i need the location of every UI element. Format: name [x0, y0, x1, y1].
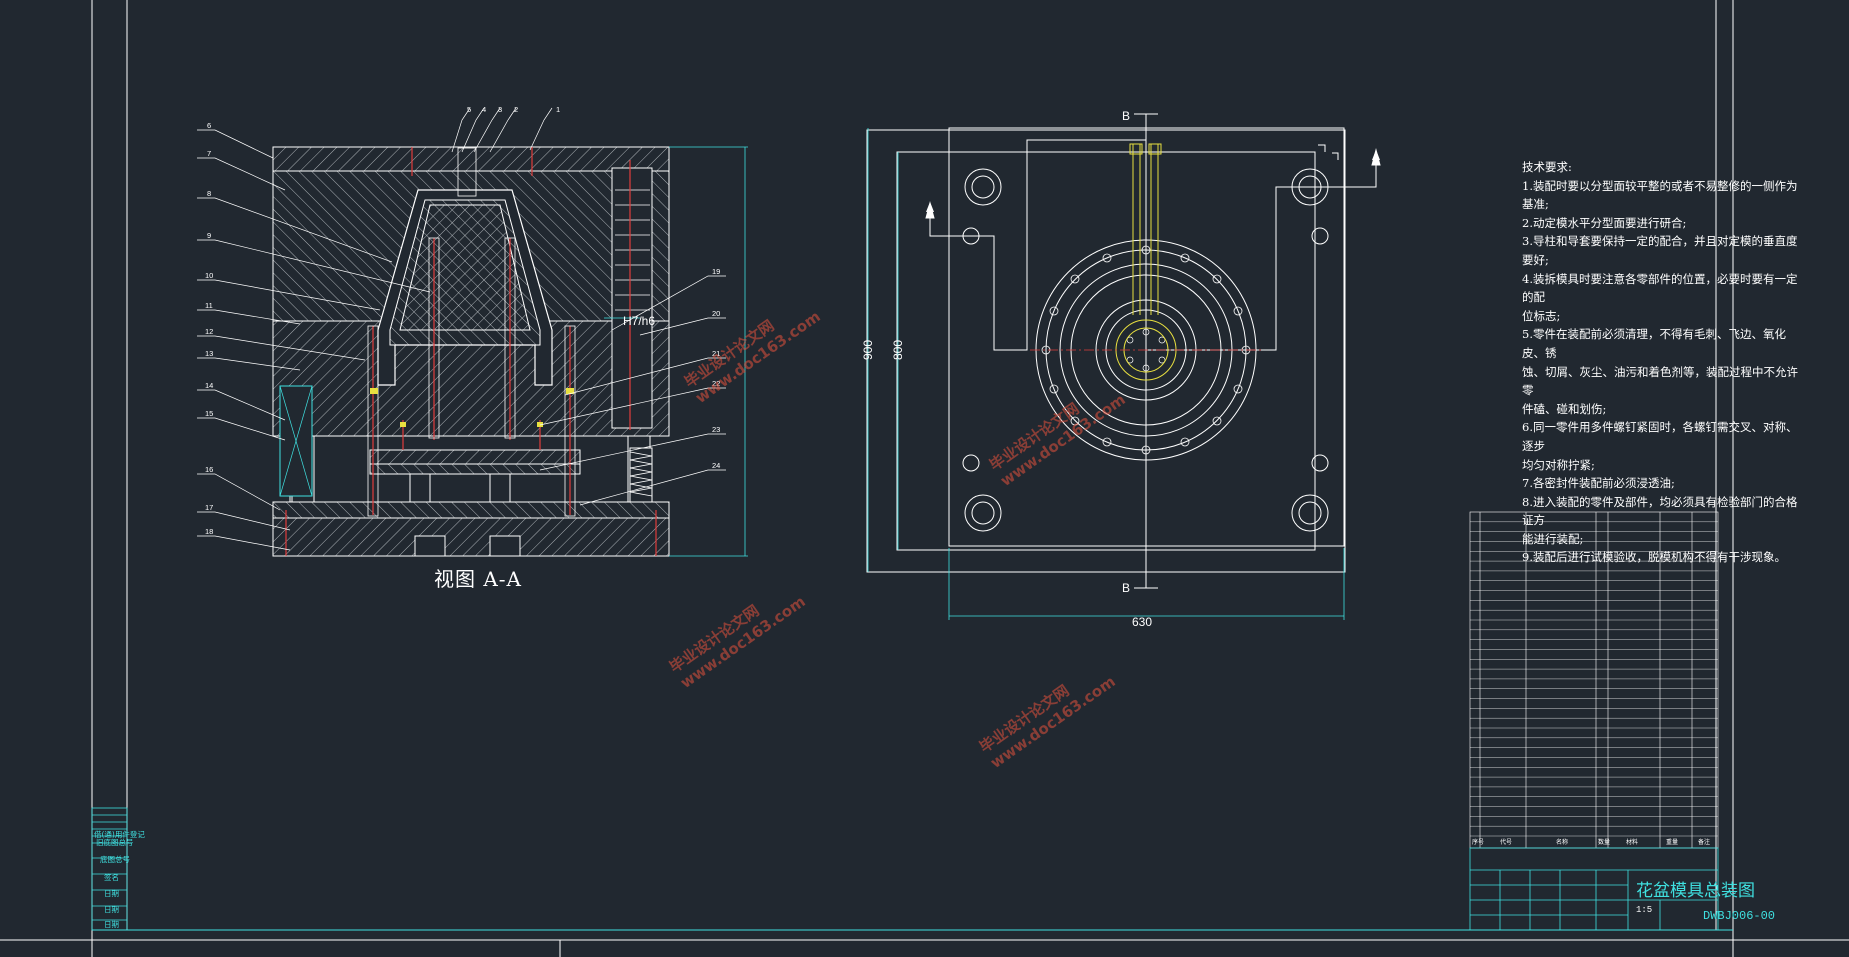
part-leaders — [197, 107, 726, 551]
tag-5: 5 — [467, 105, 471, 114]
tech-item: 5.零件在装配前必须清理，不得有毛刺、飞边、氧化皮、锈 — [1522, 327, 1786, 360]
dim-900: 900 — [861, 340, 875, 360]
tag-11: 11 — [205, 301, 213, 310]
bom-header: 序号 代号 名称 数量 材料 重量 备注 — [1472, 838, 1710, 846]
tech-item: 9.装配后进行试模验收，脱模机构不得有干涉现象。 — [1522, 550, 1786, 565]
tag-2: 2 — [514, 105, 518, 114]
tag-22: 22 — [712, 379, 720, 388]
bom-header-weight: 重量 — [1666, 838, 1678, 846]
tech-item: 6.同一零件用多件螺钉紧固时，各螺钉需交叉、对称、逐步 — [1522, 420, 1798, 453]
tag-6: 6 — [207, 121, 211, 130]
tech-item: 位标志; — [1522, 308, 1561, 323]
tech-item: 7.各密封件装配前必须浸透油; — [1522, 476, 1675, 491]
bom-header-code: 代号 — [1500, 838, 1512, 846]
tag-10: 10 — [205, 271, 213, 280]
plan-dimensions — [867, 128, 1345, 620]
bom-rows — [1470, 521, 1718, 837]
bom-header-name: 名称 — [1556, 838, 1568, 846]
tech-item: 件磕、碰和划伤; — [1522, 401, 1607, 416]
bom-header-material: 材料 — [1626, 838, 1638, 846]
tag-17: 17 — [205, 503, 213, 512]
bom-header-remark: 备注 — [1698, 838, 1710, 846]
tag-21: 21 — [712, 349, 720, 358]
section-mark-b-top: B — [1122, 109, 1130, 123]
sprue-highlight — [1115, 143, 1177, 381]
tag-14: 14 — [205, 381, 213, 390]
plan-view — [866, 113, 1381, 589]
archive-label-1: 旧底图总号 — [96, 837, 134, 847]
tech-item: 4.装拆模具时要注意各零部件的位置，必要时要有一定的配 — [1522, 271, 1798, 305]
drawing-number: DWBJ006-00 — [1703, 909, 1776, 923]
archive-label-0: 借(通)用件登记 — [94, 829, 145, 839]
tag-7: 7 — [207, 149, 211, 158]
tag-1: 1 — [556, 105, 560, 114]
tag-15: 15 — [205, 409, 213, 418]
archive-label-4: 日期 — [104, 889, 119, 898]
bom-header-no: 序号 — [1472, 838, 1484, 846]
tech-heading: 技术要求: — [1522, 160, 1572, 174]
tag-13: 13 — [205, 349, 213, 358]
tech-item: 1.装配时要以分型面较平整的或者不易整修的一侧作为基准; — [1522, 178, 1798, 212]
tech-requirements: 技术要求: 1.装配时要以分型面较平整的或者不易整修的一侧作为基准; 2.动定模… — [1522, 158, 1802, 567]
archive-label-2: 底图总号 — [100, 854, 130, 864]
tech-item: 2.动定模水平分型面要进行研合; — [1522, 215, 1687, 230]
tag-12: 12 — [205, 327, 213, 336]
tag-23: 23 — [712, 425, 720, 434]
archive-box — [91, 807, 128, 931]
tech-item: 3.导柱和导套要保持一定的配合，并且对定模的垂直度要好; — [1522, 234, 1798, 267]
tag-9: 9 — [207, 231, 211, 240]
dim-630: 630 — [1132, 615, 1152, 629]
tag-4: 4 — [482, 105, 486, 114]
archive-label-5: 日期 — [104, 905, 119, 914]
section-mark-b-bottom: B — [1122, 581, 1130, 595]
part-tags-left: 6 7 8 9 10 11 12 13 14 15 16 17 18 — [205, 121, 213, 536]
tech-item: 8.进入装配的零件及部件，均必须具有检验部门的合格证方 — [1522, 494, 1798, 528]
tag-20: 20 — [712, 309, 720, 318]
section-mark-a-left: A — [926, 201, 934, 215]
tag-18: 18 — [205, 527, 213, 536]
tag-3: 3 — [498, 105, 502, 114]
drawing-title: 花盆模具总装图 — [1636, 881, 1755, 901]
tag-8: 8 — [207, 189, 211, 198]
drawing-scale: 1:5 — [1636, 905, 1653, 915]
tag-16: 16 — [205, 465, 213, 474]
part-tags-top: 5 4 3 2 1 — [467, 105, 560, 114]
archive-label-3: 签名 — [104, 872, 119, 882]
dim-800: 800 — [891, 340, 905, 360]
tech-item: 蚀、切屑、灰尘、油污和着色剂等，装配过程中不允许零 — [1522, 364, 1798, 398]
view-label: 视图 A-A — [434, 567, 523, 591]
bom-header-qty: 数量 — [1598, 838, 1610, 846]
tech-item: 能进行装配; — [1522, 531, 1584, 546]
tech-item: 均匀对称拧紧; — [1522, 457, 1595, 472]
tag-19: 19 — [712, 267, 720, 276]
title-block — [1469, 847, 1719, 931]
section-mark-a-right: A — [1372, 149, 1380, 163]
fit-label: H7/h6 — [623, 314, 655, 328]
tag-24: 24 — [712, 461, 720, 470]
section-view-a-a: H7/h6 — [272, 146, 748, 557]
part-tags-right: 19 20 21 22 23 24 — [712, 267, 720, 470]
archive-label-6: 日期 — [104, 920, 119, 929]
